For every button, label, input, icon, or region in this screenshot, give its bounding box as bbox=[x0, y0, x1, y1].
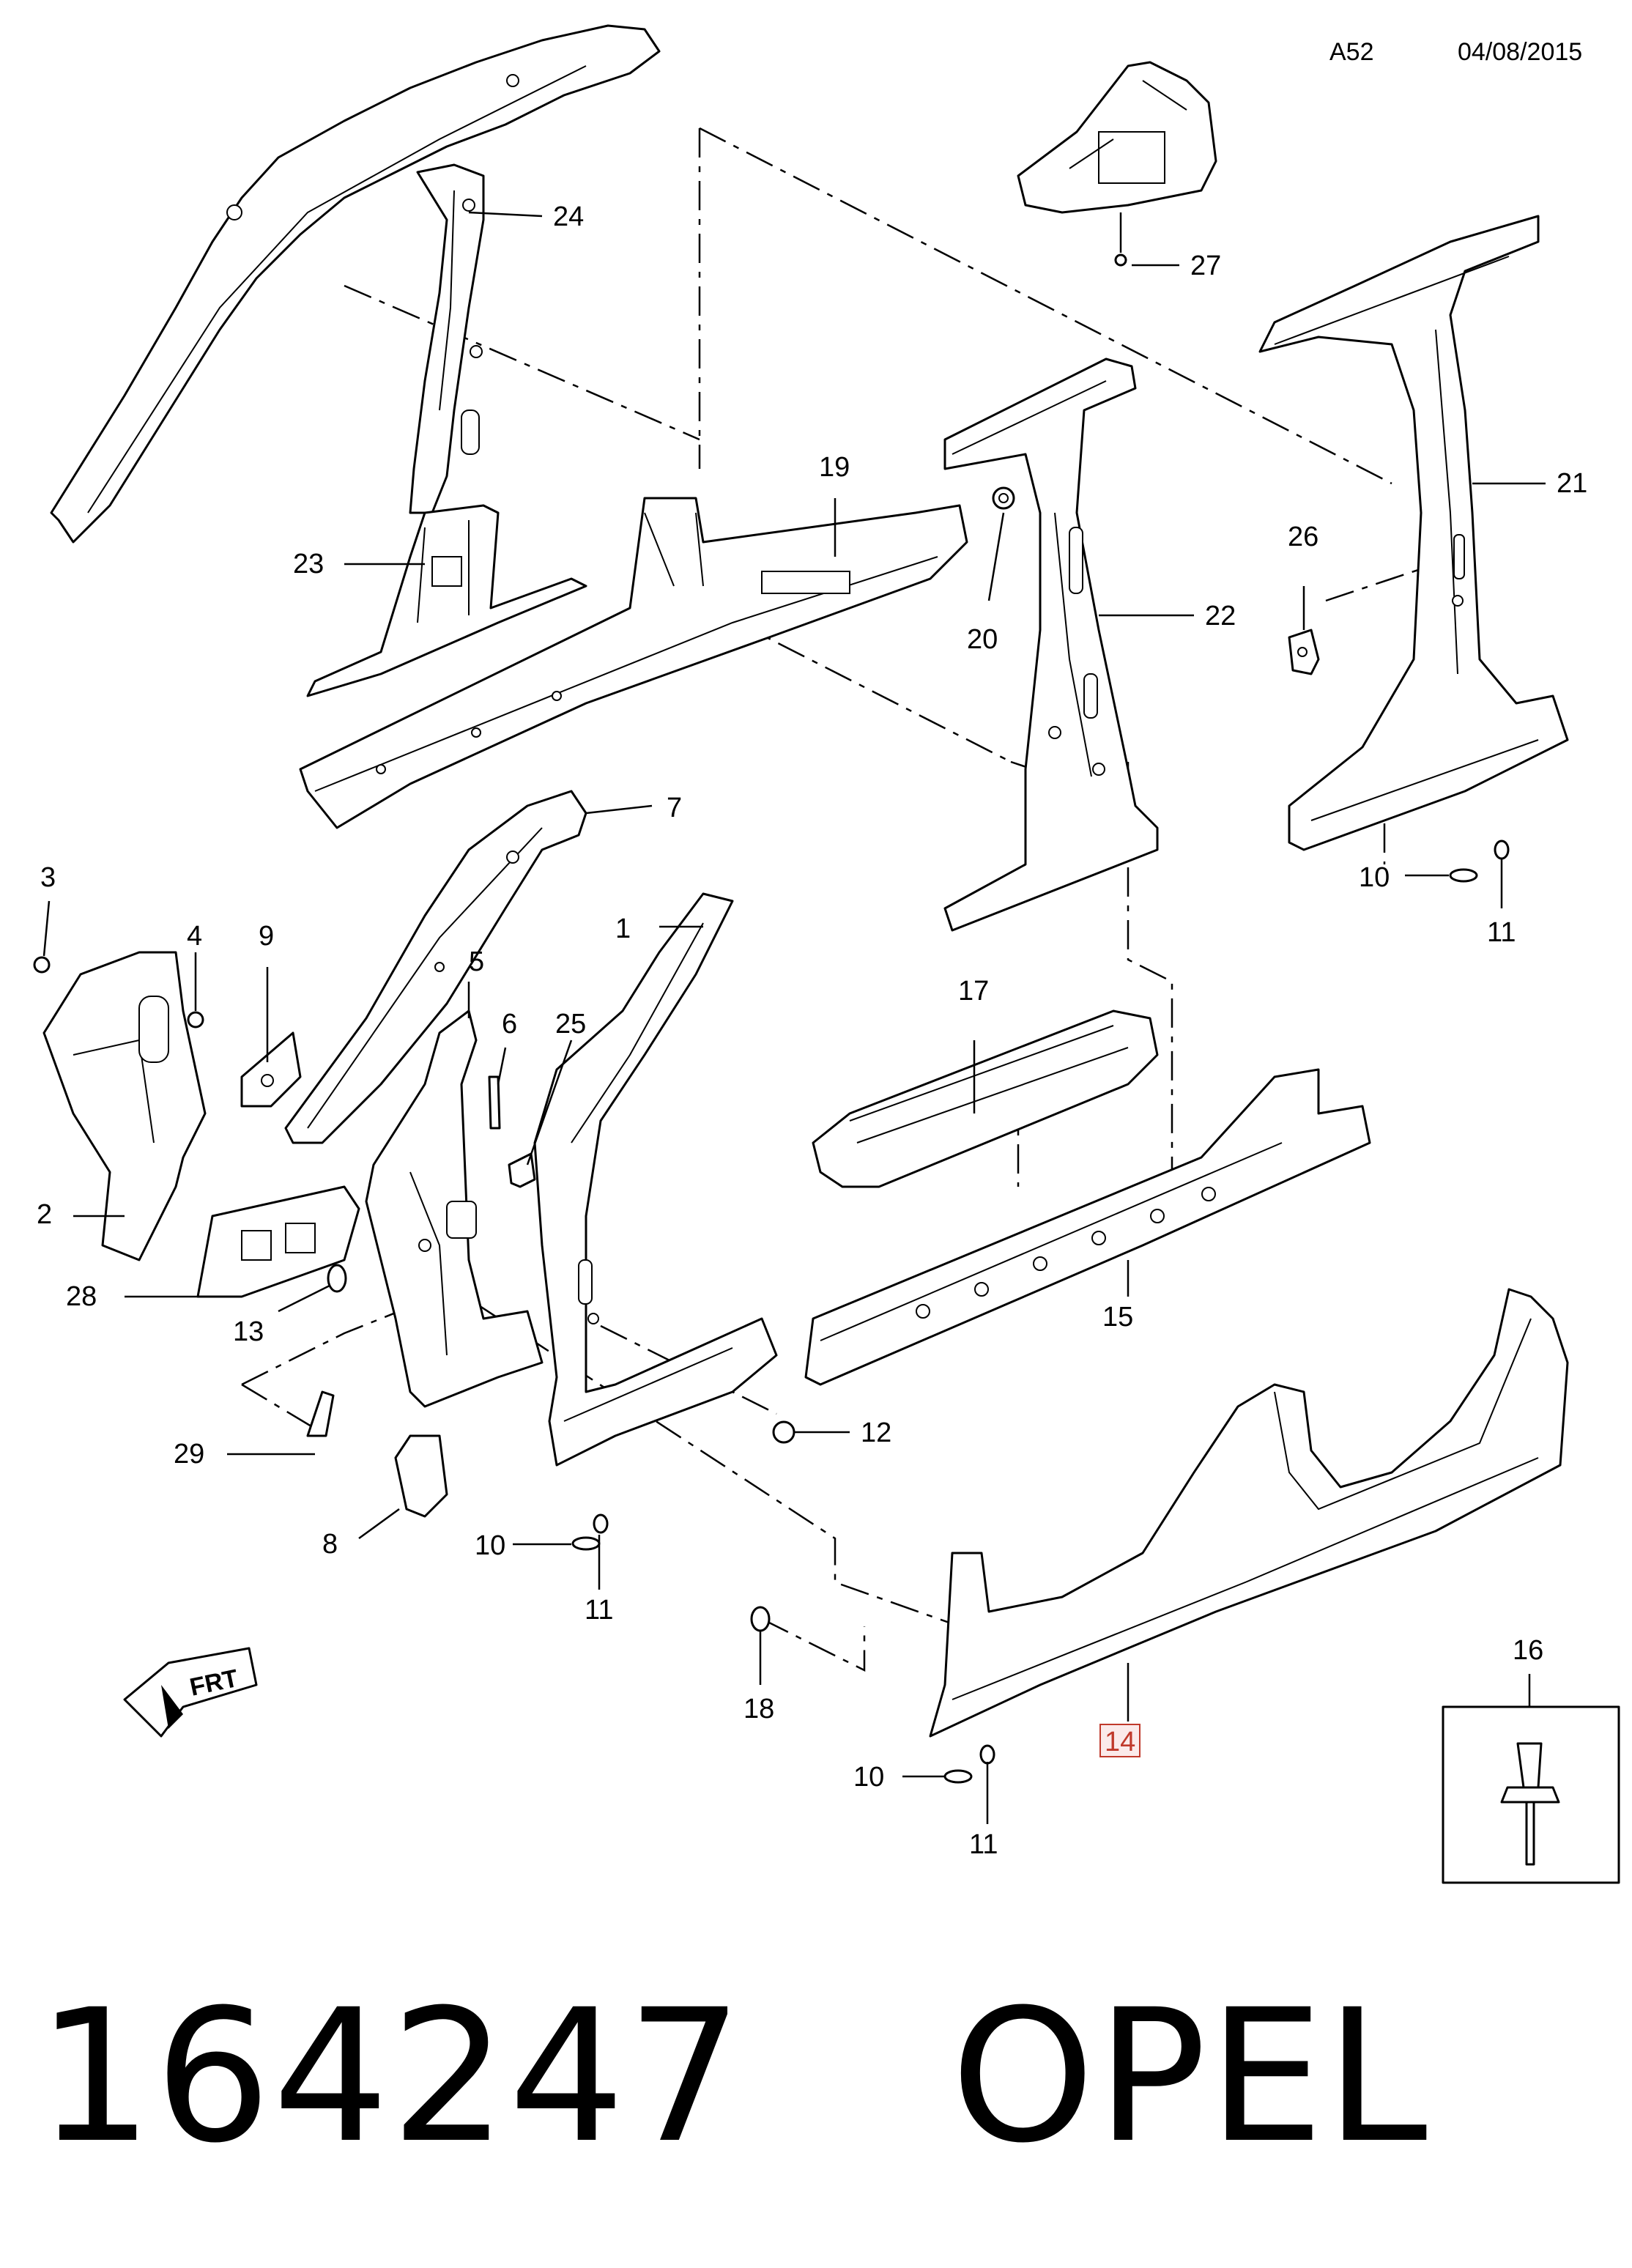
part-11-clip-a[interactable] bbox=[593, 1513, 609, 1534]
part-8-bracket[interactable] bbox=[394, 1434, 448, 1518]
callout-23[interactable]: 23 bbox=[293, 549, 324, 579]
callout-25[interactable]: 25 bbox=[555, 1009, 586, 1040]
callout-9[interactable]: 9 bbox=[259, 921, 274, 952]
part-number: 164247 bbox=[37, 1970, 745, 2183]
callout-10b[interactable]: 10 bbox=[853, 1762, 884, 1793]
callout-16[interactable]: 16 bbox=[1513, 1635, 1543, 1666]
part-18-grommet[interactable] bbox=[750, 1606, 771, 1632]
callout-15[interactable]: 15 bbox=[1102, 1302, 1133, 1333]
front-arrow-icon bbox=[123, 1647, 258, 1738]
callout-14[interactable]: 14 bbox=[1105, 1727, 1135, 1757]
callout-2[interactable]: 2 bbox=[37, 1199, 52, 1230]
part-11-clip-c[interactable] bbox=[1494, 840, 1510, 860]
part-17-step[interactable] bbox=[812, 1009, 1159, 1188]
part-9-plate[interactable] bbox=[240, 1031, 302, 1108]
part-4-nut[interactable] bbox=[187, 1011, 204, 1029]
diagram-date: 04/08/2015 bbox=[1458, 38, 1583, 66]
part-13-grommet[interactable] bbox=[327, 1264, 347, 1293]
part-24-roof-rail[interactable] bbox=[50, 24, 661, 544]
callout-21[interactable]: 21 bbox=[1557, 468, 1587, 499]
part-12-grommet[interactable] bbox=[772, 1420, 795, 1444]
leader-lines bbox=[42, 211, 1546, 1824]
part-19-inner-sill[interactable] bbox=[299, 497, 968, 829]
part-5-hinge-pillar[interactable] bbox=[365, 1009, 544, 1408]
callout-28[interactable]: 28 bbox=[66, 1281, 97, 1312]
part-10-clip-b[interactable] bbox=[943, 1769, 973, 1784]
part-10-clip-a[interactable] bbox=[571, 1536, 601, 1551]
part-15-sill-reinforcement[interactable] bbox=[804, 1068, 1371, 1386]
exploded-parts-diagram: 1 2 3 4 5 6 7 8 9 10 10 10 11 11 11 12 1… bbox=[33, 24, 1620, 1884]
part-28-bracket[interactable] bbox=[196, 1185, 360, 1298]
callout-8[interactable]: 8 bbox=[322, 1529, 338, 1560]
part-23-pillar-lower[interactable] bbox=[306, 504, 587, 697]
callout-11c[interactable]: 11 bbox=[1487, 917, 1516, 948]
part-1-a-pillar[interactable] bbox=[533, 892, 778, 1467]
callout-24[interactable]: 24 bbox=[553, 201, 584, 232]
callout-11b[interactable]: 11 bbox=[969, 1829, 998, 1860]
part-11-clip-b[interactable] bbox=[979, 1744, 995, 1765]
part-14-rocker-panel[interactable] bbox=[929, 1288, 1569, 1738]
part-2-wheelhouse[interactable] bbox=[42, 951, 207, 1261]
callout-6[interactable]: 6 bbox=[502, 1009, 517, 1040]
callout-19[interactable]: 19 bbox=[819, 452, 850, 483]
part-22-b-pillar[interactable] bbox=[943, 357, 1159, 932]
part-27-reinforcement[interactable] bbox=[1017, 61, 1217, 267]
callout-12[interactable]: 12 bbox=[861, 1418, 891, 1448]
part-6-clip[interactable] bbox=[488, 1075, 501, 1130]
callout-22[interactable]: 22 bbox=[1205, 601, 1236, 631]
brand-name: OPEL bbox=[950, 1970, 1429, 2183]
callout-3[interactable]: 3 bbox=[40, 862, 56, 893]
callout-11a[interactable]: 11 bbox=[585, 1595, 613, 1626]
callout-17[interactable]: 17 bbox=[958, 976, 989, 1007]
part-20-grommet[interactable] bbox=[992, 486, 1015, 510]
callout-18[interactable]: 18 bbox=[743, 1694, 774, 1724]
callout-5[interactable]: 5 bbox=[469, 946, 484, 977]
callouts: 1 2 3 4 5 6 7 8 9 10 10 10 11 11 11 12 1… bbox=[37, 201, 1587, 1860]
diagram-code: A52 bbox=[1329, 38, 1374, 66]
part-3-screw[interactable] bbox=[33, 956, 51, 974]
part-21-quarter[interactable] bbox=[1258, 215, 1569, 851]
callout-1[interactable]: 1 bbox=[615, 914, 631, 944]
callout-13[interactable]: 13 bbox=[233, 1316, 264, 1347]
callout-26[interactable]: 26 bbox=[1288, 522, 1318, 552]
callout-10a[interactable]: 10 bbox=[475, 1530, 505, 1561]
callout-4[interactable]: 4 bbox=[187, 921, 202, 952]
part-10-clip-c[interactable] bbox=[1449, 868, 1478, 883]
callout-10c[interactable]: 10 bbox=[1359, 862, 1390, 893]
part-25-bracket[interactable] bbox=[508, 1152, 536, 1188]
callout-7[interactable]: 7 bbox=[667, 793, 682, 823]
callout-27[interactable]: 27 bbox=[1190, 251, 1221, 281]
footer: 164247 OPEL bbox=[37, 1985, 1429, 2168]
part-16-rivet-detail[interactable] bbox=[1442, 1705, 1620, 1884]
callout-29[interactable]: 29 bbox=[174, 1439, 204, 1470]
part-26-bracket[interactable] bbox=[1288, 629, 1320, 675]
callout-14-highlight bbox=[1099, 1724, 1140, 1757]
callout-20[interactable]: 20 bbox=[967, 624, 998, 655]
part-29-bracket[interactable] bbox=[306, 1390, 335, 1437]
